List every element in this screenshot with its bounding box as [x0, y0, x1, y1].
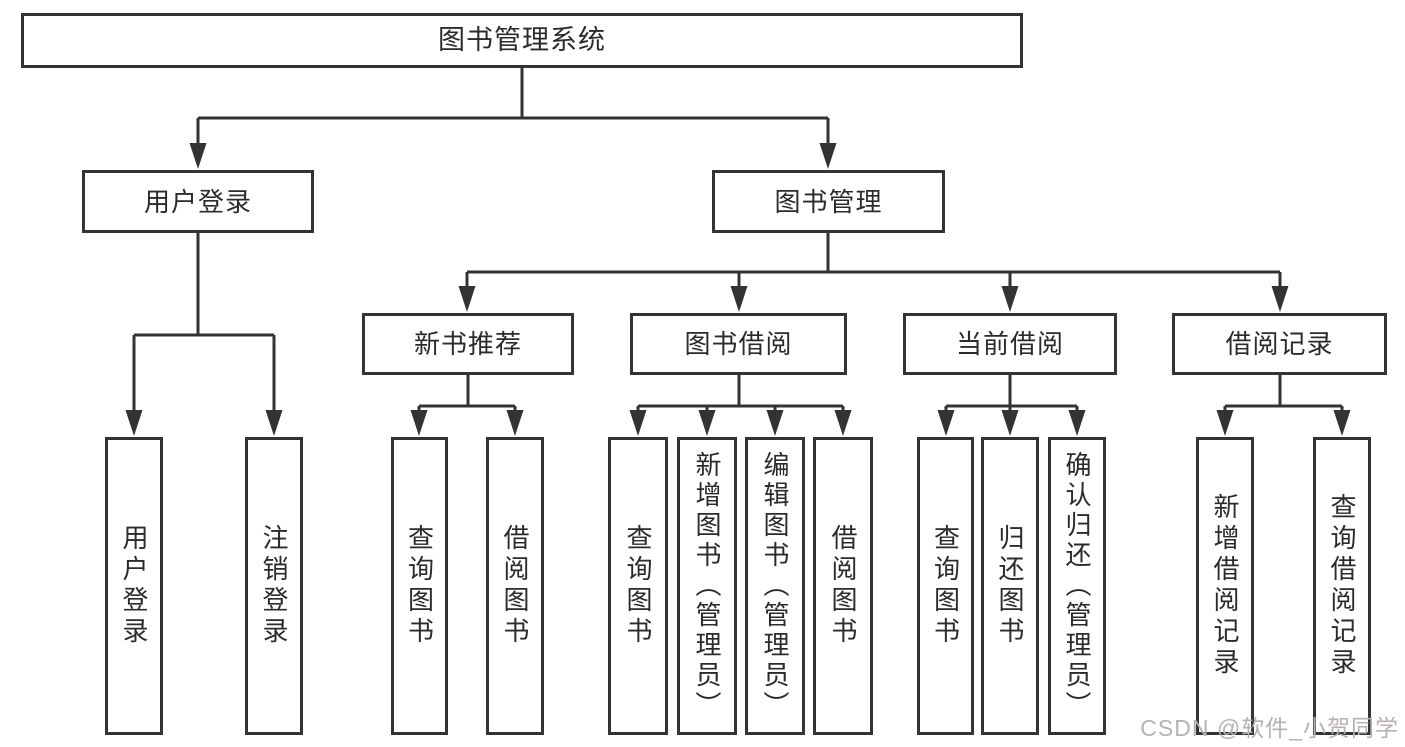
node-borrow-records: 借阅记录	[1172, 313, 1387, 375]
leaf-logout-login: 注销登录	[245, 437, 303, 735]
leaf-query-books-2-label: 查询图书	[623, 524, 653, 648]
node-root-label: 图书管理系统	[438, 25, 606, 55]
arrowhead-icons	[125, 143, 1351, 436]
node-new-book-recommend: 新书推荐	[362, 313, 574, 375]
leaf-edit-books-admin: 编辑图书（管理员）	[745, 437, 805, 735]
node-new-book-recommend-label: 新书推荐	[413, 329, 522, 359]
node-borrow-records-label: 借阅记录	[1225, 329, 1334, 359]
node-book-borrow: 图书借阅	[630, 313, 847, 375]
csdn-watermark: CSDN @软件_小贺同学	[1140, 715, 1399, 741]
leaf-query-books-3: 查询图书	[917, 437, 974, 735]
leaf-add-books-admin-label: 新增图书（管理员）	[692, 451, 722, 721]
node-user-login-label: 用户登录	[143, 186, 252, 217]
leaf-borrow-books-2: 借阅图书	[813, 437, 873, 735]
leaf-user-login: 用户登录	[105, 437, 163, 735]
leaf-query-books-1-label: 查询图书	[404, 524, 435, 648]
leaf-borrow-books-1: 借阅图书	[486, 437, 544, 735]
leaf-query-borrow-record: 查询借阅记录	[1313, 437, 1371, 735]
node-book-management: 图书管理	[712, 170, 945, 233]
connector-spines	[134, 68, 1342, 408]
leaf-edit-books-admin-label: 编辑图书（管理员）	[760, 451, 790, 721]
leaf-borrow-books-2-label: 借阅图书	[828, 524, 858, 648]
leaf-user-login-label: 用户登录	[119, 524, 149, 648]
node-root: 图书管理系统	[21, 13, 1023, 68]
leaf-query-borrow-record-label: 查询借阅记录	[1327, 493, 1357, 679]
leaf-add-borrow-record: 新增借阅记录	[1196, 437, 1254, 735]
leaf-return-books-label: 归还图书	[995, 524, 1025, 648]
node-user-login: 用户登录	[82, 170, 314, 233]
node-book-management-label: 图书管理	[774, 186, 883, 217]
node-current-borrow-label: 当前借阅	[955, 329, 1064, 359]
leaf-add-books-admin: 新增图书（管理员）	[677, 437, 737, 735]
leaf-query-books-2: 查询图书	[608, 437, 668, 735]
leaf-add-borrow-record-label: 新增借阅记录	[1210, 493, 1240, 679]
leaf-borrow-books-1-label: 借阅图书	[500, 524, 530, 648]
leaf-query-books-3-label: 查询图书	[930, 524, 961, 648]
leaf-confirm-return-admin: 确认归还（管理员）	[1048, 437, 1106, 735]
leaf-logout-login-label: 注销登录	[259, 524, 289, 648]
leaf-confirm-return-admin-label: 确认归还（管理员）	[1062, 451, 1092, 721]
node-book-borrow-label: 图书借阅	[684, 329, 793, 359]
leaf-query-books-1: 查询图书	[391, 437, 448, 735]
node-current-borrow: 当前借阅	[903, 313, 1117, 375]
leaf-return-books: 归还图书	[981, 437, 1039, 735]
